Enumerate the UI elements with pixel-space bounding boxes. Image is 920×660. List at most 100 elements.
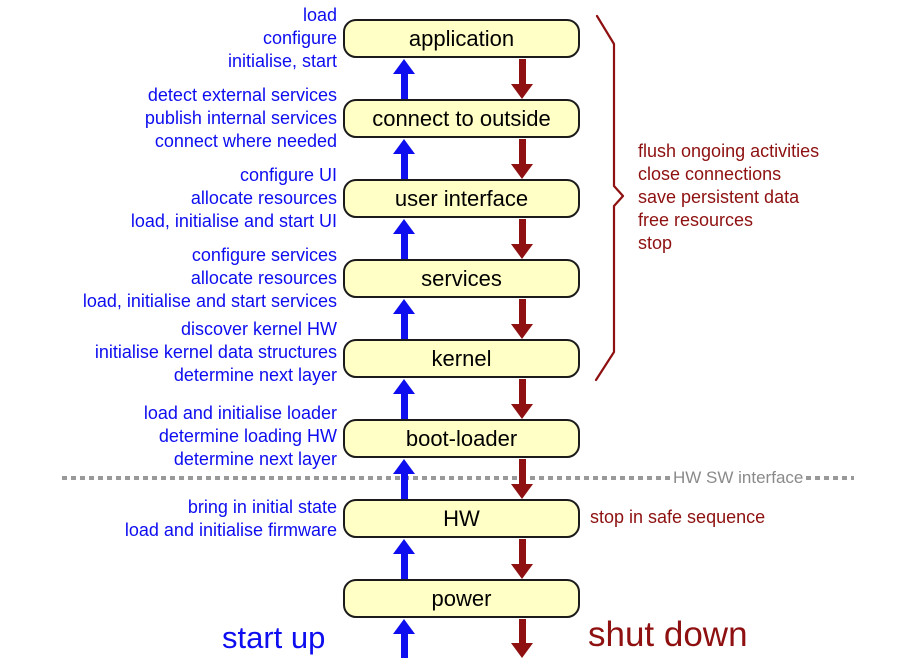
dashed-line-segment xyxy=(62,476,670,480)
shutdown-arrow xyxy=(511,299,533,339)
arrow-head-icon xyxy=(393,139,415,154)
arrow-shaft xyxy=(400,554,408,579)
arrow-head-icon xyxy=(393,299,415,314)
startup-step: determine loading HW xyxy=(158,426,337,446)
arrow-shaft xyxy=(400,314,408,339)
shutdown-arrow xyxy=(511,459,533,499)
startup-step: discover kernel HW xyxy=(180,319,337,339)
layer-box-connect-to-outside: connect to outside xyxy=(343,99,580,138)
shut-down-title: shut down xyxy=(588,615,748,654)
shutdown-step: stop xyxy=(638,233,673,253)
start-up-title: start up xyxy=(222,620,326,655)
arrow-head-icon xyxy=(393,459,415,474)
arrow-shaft xyxy=(518,299,526,324)
startup-step: configure xyxy=(262,28,337,48)
layer-label: power xyxy=(431,585,492,611)
arrow-head-icon xyxy=(511,564,533,579)
startup-arrow xyxy=(393,59,415,99)
shutdown-step: save persistent data xyxy=(638,187,800,207)
startup-step: initialise, start xyxy=(227,51,337,71)
startup-step: bring in initial state xyxy=(187,497,337,517)
shutdown-arrow xyxy=(511,219,533,259)
layer-label: user interface xyxy=(394,185,529,211)
arrow-shaft xyxy=(518,539,526,564)
startup-step: allocate resources xyxy=(190,268,337,288)
layer-box-application: application xyxy=(343,19,580,58)
startup-arrow xyxy=(393,619,415,658)
startup-steps-connect: detect external services publish interna… xyxy=(145,84,337,153)
layer-label: services xyxy=(421,265,502,291)
arrow-shaft xyxy=(518,219,526,244)
startup-steps-user-interface: configure UI allocate resources load, in… xyxy=(131,164,337,233)
startup-step: load, initialise and start UI xyxy=(130,211,337,231)
shutdown-arrow xyxy=(511,139,533,179)
layer-label: boot-loader xyxy=(405,425,518,451)
startup-step: publish internal services xyxy=(144,108,337,128)
arrow-shaft xyxy=(400,74,408,99)
layer-label: kernel xyxy=(431,345,492,371)
startup-steps-hw: bring in initial state load and initiali… xyxy=(125,496,337,542)
startup-steps-boot-loader: load and initialise loader determine loa… xyxy=(144,402,337,471)
arrow-head-icon xyxy=(393,59,415,74)
shutdown-arrow xyxy=(511,379,533,419)
layer-label: application xyxy=(408,25,515,51)
layer-box-kernel: kernel xyxy=(343,339,580,378)
startup-step: configure services xyxy=(191,245,337,265)
layer-label: HW xyxy=(443,505,480,531)
startup-step: determine next layer xyxy=(173,449,337,469)
shutdown-arrow xyxy=(511,59,533,99)
layer-box-services: services xyxy=(343,259,580,298)
startup-step: initialise kernel data structures xyxy=(94,342,337,362)
arrow-shaft xyxy=(400,634,408,658)
arrow-head-icon xyxy=(393,619,415,634)
startup-step: detect external services xyxy=(147,85,337,105)
arrow-head-icon xyxy=(511,84,533,99)
arrow-shaft xyxy=(518,379,526,404)
arrow-shaft xyxy=(400,394,408,419)
hw-sw-interface-label: HW SW interface xyxy=(673,468,804,487)
shutdown-step: flush ongoing activities xyxy=(638,141,820,161)
arrow-shaft xyxy=(518,139,526,164)
arrow-head-icon xyxy=(511,484,533,499)
arrow-head-icon xyxy=(393,219,415,234)
startup-steps-kernel: discover kernel HW initialise kernel dat… xyxy=(95,318,337,387)
startup-arrow xyxy=(393,539,415,579)
arrow-head-icon xyxy=(511,404,533,419)
arrow-head-icon xyxy=(511,244,533,259)
arrow-shaft xyxy=(400,234,408,259)
startup-arrow xyxy=(393,459,415,499)
arrow-shaft xyxy=(518,619,526,643)
startup-step: allocate resources xyxy=(190,188,337,208)
hw-shutdown-note: stop in safe sequence xyxy=(590,507,766,527)
arrow-head-icon xyxy=(393,379,415,394)
shutdown-steps-list: flush ongoing activities close connectio… xyxy=(638,140,819,255)
arrow-head-icon xyxy=(393,539,415,554)
startup-steps-application: load configure initialise, start xyxy=(228,4,337,73)
arrow-shaft xyxy=(518,59,526,84)
arrow-shaft xyxy=(400,474,408,499)
shutdown-arrow xyxy=(511,619,533,658)
hw-sw-interface-line: HW SW interface xyxy=(62,468,862,487)
layer-box-user-interface: user interface xyxy=(343,179,580,218)
layer-box-power: power xyxy=(343,579,580,618)
startup-step: determine next layer xyxy=(173,365,337,385)
shutdown-step: close connections xyxy=(638,164,782,184)
startup-step: load and initialise firmware xyxy=(124,520,337,540)
arrow-shaft xyxy=(400,154,408,179)
startup-arrow xyxy=(393,139,415,179)
dashed-line-segment xyxy=(806,476,855,480)
startup-arrow xyxy=(393,379,415,419)
layer-box-boot-loader: boot-loader xyxy=(343,419,580,458)
startup-step: configure UI xyxy=(239,165,337,185)
shutdown-step: free resources xyxy=(638,210,754,230)
startup-step: load and initialise loader xyxy=(143,403,337,423)
startup-step: load xyxy=(302,5,337,25)
arrow-head-icon xyxy=(511,164,533,179)
startup-step: load, initialise and start services xyxy=(82,291,337,311)
startup-step: connect where needed xyxy=(154,131,337,151)
arrow-head-icon xyxy=(511,643,533,658)
startup-steps-services: configure services allocate resources lo… xyxy=(83,244,337,313)
arrow-head-icon xyxy=(511,324,533,339)
layer-label: connect to outside xyxy=(372,105,551,131)
